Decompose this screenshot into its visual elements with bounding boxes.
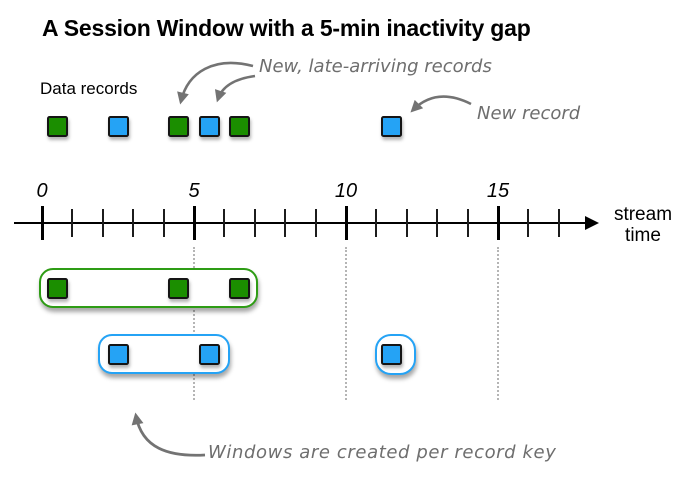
late-record-arrow-right (214, 74, 256, 103)
axis-tick-label: 15 (486, 180, 510, 202)
axis-minor-tick (101, 209, 104, 237)
axis-major-tick (344, 206, 348, 240)
windowed-record-square-blue (381, 344, 403, 365)
axis-major-tick (496, 206, 500, 240)
axis-minor-tick (405, 209, 408, 237)
axis-minor-tick (223, 209, 226, 237)
record-square-blue (381, 116, 403, 137)
session-window-green (38, 268, 258, 308)
axis-minor-tick (466, 209, 469, 237)
dotted-gridline (345, 247, 347, 400)
axis-minor-tick (557, 209, 560, 237)
page-title: A Session Window with a 5-min inactivity… (42, 15, 531, 41)
new-record-arrow (410, 95, 472, 113)
dotted-gridline (193, 247, 195, 400)
windowed-record-square-green (46, 277, 68, 299)
axis-minor-tick (253, 209, 256, 237)
stream-time-label: stream time (613, 204, 673, 246)
axis-minor-tick (162, 209, 165, 237)
axis-minor-tick (132, 209, 135, 237)
windowed-record-square-green (168, 277, 190, 299)
axis-tick-label: 10 (334, 180, 358, 202)
record-square-blue (107, 116, 129, 137)
record-square-blue (198, 116, 220, 137)
dotted-gridline (497, 247, 499, 400)
axis-minor-tick (527, 209, 530, 237)
timeline-axis (14, 222, 586, 224)
data-records-label: Data records (40, 79, 138, 98)
per-key-annotation: Windows are created per record key (208, 442, 557, 463)
new-record-annotation: New record (477, 103, 581, 124)
axis-major-tick (40, 206, 44, 240)
windowed-record-square-blue (107, 343, 129, 365)
per-key-arrow (131, 412, 206, 457)
axis-major-tick (192, 206, 196, 240)
axis-minor-tick (314, 209, 317, 237)
record-square-green (229, 116, 251, 137)
record-square-green (46, 116, 68, 137)
axis-arrowhead-icon (585, 216, 599, 230)
late-records-annotation: New, late-arriving records (259, 56, 492, 77)
axis-minor-tick (284, 209, 287, 237)
axis-tick-label: 5 (188, 180, 200, 202)
axis-minor-tick (375, 209, 378, 237)
windowed-record-square-blue (198, 343, 220, 365)
record-square-green (168, 116, 190, 137)
late-record-arrow-left (177, 61, 254, 105)
axis-minor-tick (71, 209, 74, 237)
windowed-record-square-green (229, 277, 251, 299)
axis-tick-label: 0 (36, 180, 48, 202)
axis-minor-tick (436, 209, 439, 237)
